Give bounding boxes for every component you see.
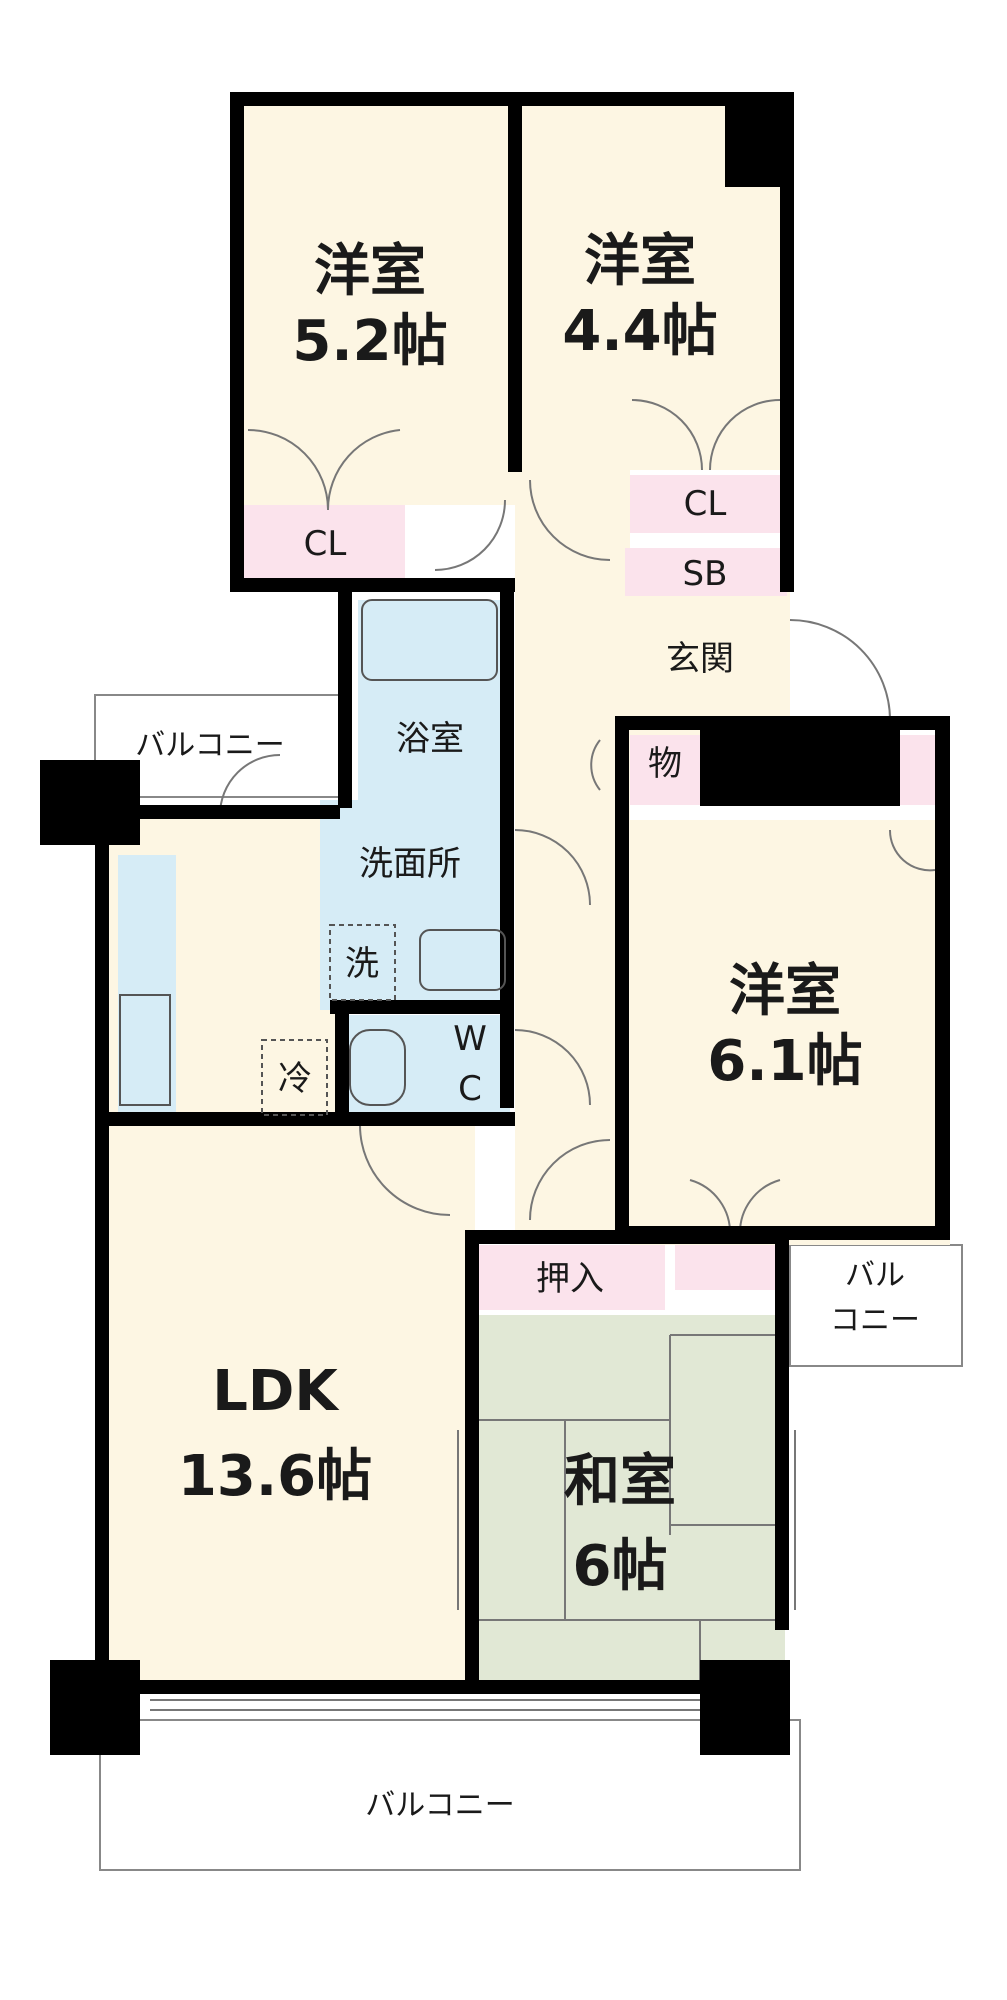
wall [500, 578, 514, 1108]
washer-space [329, 924, 396, 1001]
stove [119, 994, 171, 1106]
wall [700, 1660, 790, 1755]
closet-1-label: CL [304, 524, 347, 564]
western-room-1-size: 5.2帖 [292, 309, 447, 374]
kitchen-counter [118, 855, 176, 1117]
storage-room-label: 物 [648, 744, 682, 784]
tatami-lines [475, 1334, 785, 1685]
wall [95, 1112, 515, 1126]
ldk-name: LDK [212, 1359, 340, 1424]
entrance-name: 玄関 [666, 639, 734, 679]
wall [335, 1000, 349, 1120]
wall [935, 716, 950, 1236]
balcony-south-label: バルコニー [365, 1788, 514, 1823]
wall [508, 92, 522, 472]
wall [95, 1680, 785, 1694]
wc-line-1: W [453, 1019, 487, 1059]
wall [40, 760, 140, 845]
floor-ldk [100, 1125, 475, 1685]
wall [330, 1000, 510, 1014]
floor-western-room-1 [238, 100, 515, 505]
balcony-north-west-label: バルコニー [135, 728, 284, 763]
closet-2-label: CL [684, 484, 727, 524]
wall [780, 92, 794, 592]
balcony-east-label-1: バル [845, 1258, 905, 1293]
wall [230, 578, 515, 592]
wall [95, 805, 109, 1685]
shoe-box-label: SB [683, 554, 728, 594]
wall [465, 1230, 479, 1690]
western-room-2-size: 4.4帖 [562, 299, 717, 364]
fridge-space [261, 1039, 328, 1116]
oshiire [475, 1245, 665, 1310]
western-room-1-name: 洋室 [314, 239, 426, 304]
japanese-room-name: 和室 [564, 1449, 676, 1514]
floor-western-room-3 [630, 820, 950, 1245]
wall [465, 1230, 785, 1244]
wall [700, 716, 900, 806]
western-room-2-name: 洋室 [584, 229, 696, 294]
fixtures [119, 599, 506, 1116]
balcony-east-label-2: コニー [830, 1303, 920, 1338]
wall [508, 92, 793, 106]
ldk-size: 13.6帖 [178, 1444, 372, 1509]
wall [50, 1660, 140, 1755]
floor-washroom [320, 800, 510, 1010]
labels: 洋室 5.2帖 洋室 4.4帖 洋室 6.1帖 LDK 13.6帖 和室 6帖 … [135, 229, 920, 1823]
wash-basin [419, 929, 506, 991]
wall [338, 578, 352, 808]
walls [40, 92, 950, 1755]
storage-small [895, 735, 935, 805]
western-room-3-size: 6.1帖 [707, 1029, 862, 1094]
oshiire-label: 押入 [536, 1259, 604, 1299]
balcony-south [99, 1719, 801, 1871]
japanese-room-size: 6帖 [573, 1534, 668, 1599]
wall [230, 92, 530, 106]
floor-bathroom [358, 600, 510, 800]
washroom-name: 洗面所 [359, 844, 461, 884]
closet-2 [630, 475, 787, 533]
wall [615, 716, 629, 1236]
floor-wc [340, 1015, 510, 1115]
room-floors [100, 100, 950, 1685]
bathroom-name: 浴室 [396, 719, 464, 759]
closet-3 [675, 1245, 780, 1290]
bathtub [361, 599, 498, 681]
wall [230, 92, 244, 592]
closet-1 [243, 505, 405, 580]
washer-label: 洗 [345, 944, 379, 984]
wall [775, 1230, 789, 1630]
wall [95, 805, 340, 819]
closets [243, 475, 935, 1310]
floor-japanese-room [475, 1315, 785, 1685]
toilet [349, 1029, 406, 1106]
storage-room [630, 735, 700, 805]
shoe-box [625, 548, 787, 596]
western-room-3-name: 洋室 [729, 959, 841, 1024]
fridge-label: 冷 [278, 1059, 312, 1099]
floor-hallway [515, 470, 630, 1240]
wc-line-2: C [458, 1069, 482, 1109]
